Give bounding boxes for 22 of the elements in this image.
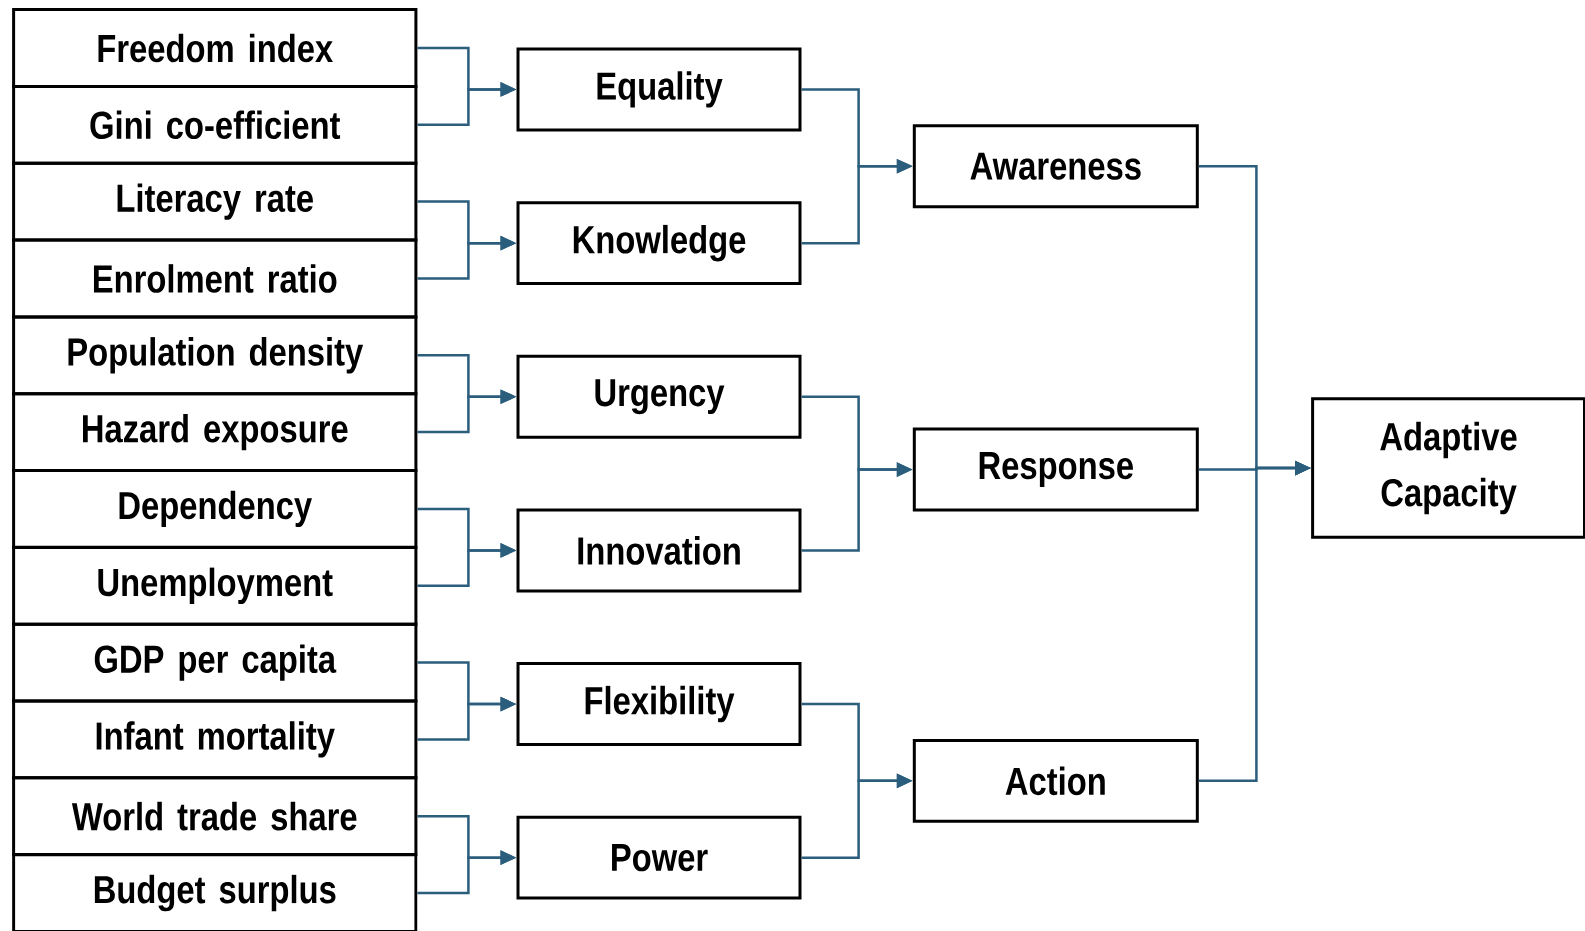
indicator-box: Dependency xyxy=(12,469,418,549)
result-box: Adaptive Capacity xyxy=(1311,397,1585,539)
dimension-box: Equality xyxy=(516,47,802,132)
component-box: Action xyxy=(912,738,1199,823)
indicator-box: Population density xyxy=(12,315,418,396)
dimension-box: Flexibility xyxy=(516,662,802,746)
dimension-box: Power xyxy=(516,815,802,900)
indicator-box: Infant mortality xyxy=(12,699,418,780)
indicator-box: Budget surplus xyxy=(12,853,418,931)
component-box: Awareness xyxy=(912,124,1199,209)
indicator-box: World trade share xyxy=(12,776,418,857)
indicator-box: Unemployment xyxy=(12,545,418,626)
dimension-box: Innovation xyxy=(516,508,802,593)
dimension-box: Knowledge xyxy=(516,201,802,286)
indicator-box: Enrolment ratio xyxy=(12,238,418,319)
indicator-box: Hazard exposure xyxy=(12,392,418,472)
indicator-box: Literacy rate xyxy=(12,161,418,242)
indicator-box: GDP per capita xyxy=(12,622,418,703)
indicator-box: Freedom index xyxy=(12,8,418,88)
component-box: Response xyxy=(912,427,1199,512)
indicator-box: Gini co-efficient xyxy=(12,84,418,165)
dimension-box: Urgency xyxy=(516,354,802,439)
